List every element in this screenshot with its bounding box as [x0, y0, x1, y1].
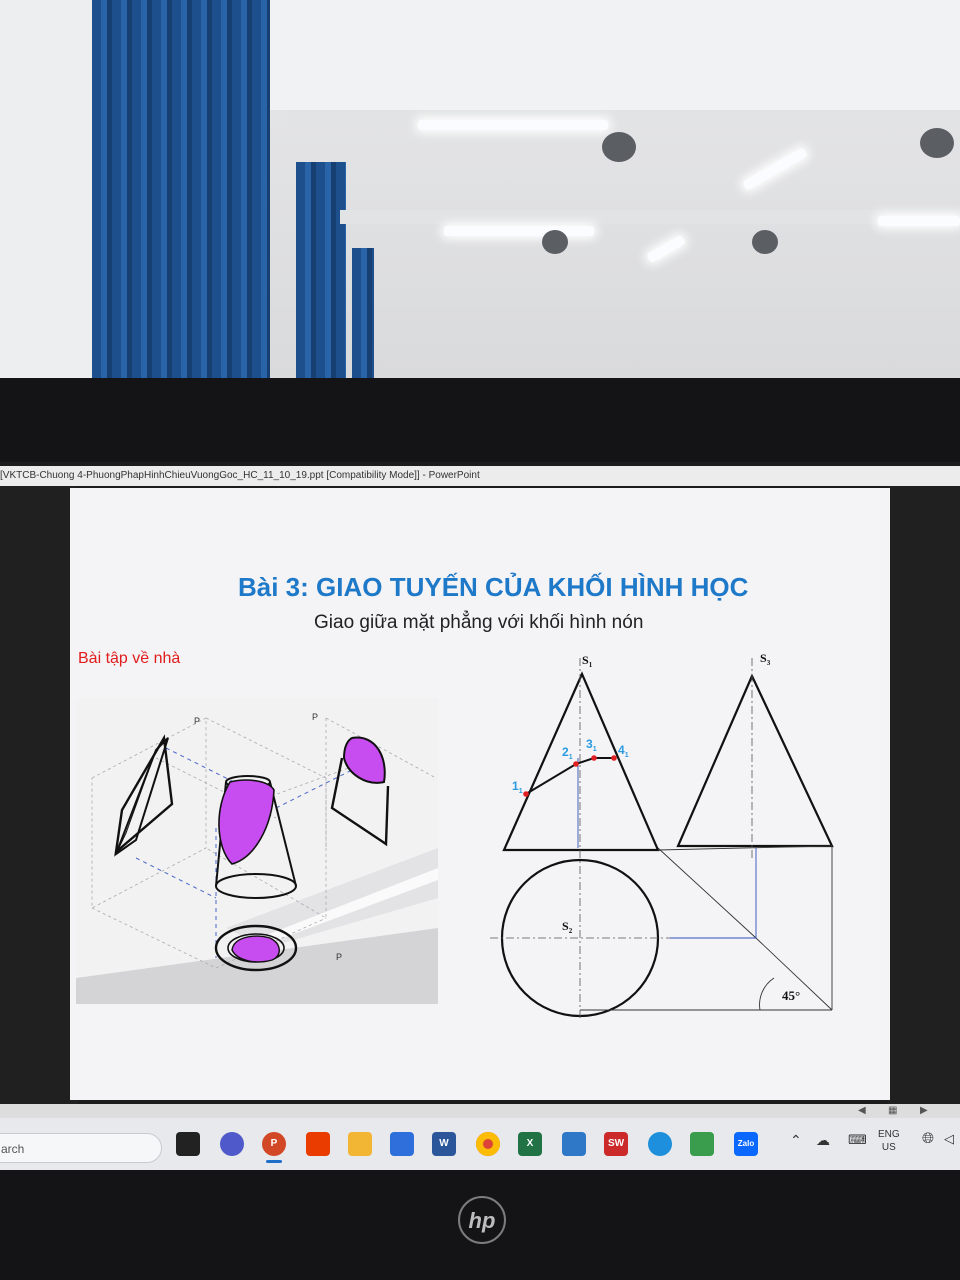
word-icon[interactable]: W	[432, 1132, 456, 1156]
curtain-right	[352, 248, 374, 378]
calculator-icon[interactable]	[562, 1132, 586, 1156]
plane-label-3: P	[336, 952, 342, 962]
file-explorer-icon[interactable]	[348, 1132, 372, 1156]
taskbar: arch P W X SW Zalo ⌃ ☁ ⌨ ENG US 🌐︎ ◁	[0, 1118, 960, 1170]
curtain-middle	[296, 162, 346, 378]
solidworks-icon[interactable]: SW	[604, 1132, 628, 1156]
chrome-icon[interactable]	[476, 1132, 500, 1156]
drawing-svg: S1 S3 S2 45° 11 21 31 41	[490, 651, 834, 1028]
slide-sorter-icon[interactable]: ▦	[888, 1105, 898, 1116]
chevron-up-icon[interactable]: ⌃	[790, 1132, 802, 1148]
point-label-2: 21	[562, 745, 573, 761]
slideshow-status-bar: ◀ ▦ ▶	[0, 1104, 960, 1118]
plane-label-1: P	[194, 716, 200, 726]
meet-icon[interactable]	[220, 1132, 244, 1156]
keyboard-icon[interactable]: ⌨	[848, 1132, 867, 1147]
angle-label: 45°	[782, 988, 800, 1003]
ceiling-fan-4	[752, 230, 778, 254]
plane-label-2: P	[312, 712, 318, 722]
language-code: ENG	[878, 1129, 900, 1140]
point-label-4: 41	[618, 743, 629, 759]
ceiling-fan	[602, 132, 636, 162]
orthographic-drawing: S1 S3 S2 45° 11 21 31 41	[490, 648, 870, 1028]
slideshow-margin-right	[888, 486, 960, 1104]
ceiling-fan-2	[920, 128, 954, 158]
excel-icon[interactable]: X	[518, 1132, 542, 1156]
next-slide-icon[interactable]: ▶	[920, 1105, 928, 1116]
apex-label-side: S3	[760, 651, 771, 667]
ceiling-light-2	[444, 226, 594, 236]
ceiling-fan-3	[542, 230, 568, 254]
taskbar-search-box[interactable]: arch	[0, 1133, 162, 1163]
ceiling-beam-2	[340, 210, 960, 224]
volume-icon[interactable]: ◁	[944, 1131, 954, 1146]
ceiling-light	[418, 120, 608, 130]
window-title: [VKTCB-Chuong 4-PhuongPhapHinhChieuVuong…	[0, 466, 960, 486]
task-view-icon[interactable]	[176, 1132, 200, 1156]
language-indicator[interactable]: ENG US	[878, 1128, 900, 1154]
ceiling	[270, 0, 960, 110]
edge-icon[interactable]	[648, 1132, 672, 1156]
cone-side-view	[676, 673, 834, 848]
store-icon[interactable]	[390, 1132, 414, 1156]
homework-note: Bài tập về nhà	[78, 650, 181, 667]
ceiling-light-4	[742, 147, 808, 191]
slideshow-margin-left	[0, 486, 78, 1104]
cone-projection-illustration: P P P	[76, 698, 438, 1004]
active-app-indicator	[266, 1160, 282, 1163]
ceiling-light-5	[646, 234, 686, 264]
office-icon[interactable]	[306, 1132, 330, 1156]
curtain-left	[92, 0, 270, 378]
point-label-3: 31	[586, 737, 597, 753]
slide[interactable]: Bài 3: GIAO TUYẾN CỦA KHỐI HÌNH HỌC Giao…	[70, 488, 890, 1100]
ceiling-light-3	[878, 216, 960, 226]
cloud-icon[interactable]: ☁	[816, 1132, 830, 1148]
zalo-icon[interactable]: Zalo	[734, 1132, 758, 1156]
point-label-1: 11	[512, 779, 523, 795]
powerpoint-icon[interactable]: P	[262, 1132, 286, 1156]
cone-front-view	[502, 671, 660, 852]
language-region: US	[881, 1142, 896, 1153]
slide-title: Bài 3: GIAO TUYẾN CỦA KHỐI HÌNH HỌC	[238, 572, 749, 602]
slide-subtitle: Giao giữa mặt phẳng với khối hình nón	[314, 612, 644, 633]
left-wall	[0, 0, 95, 380]
network-icon[interactable]: 🌐︎	[922, 1130, 935, 1147]
apex-label-front: S1	[582, 653, 593, 669]
camtasia-icon[interactable]	[690, 1132, 714, 1156]
room-background	[0, 0, 960, 380]
illustration-svg: P P P	[76, 712, 438, 1004]
ceiling-beam	[288, 110, 960, 130]
previous-slide-icon[interactable]: ◀	[858, 1105, 866, 1116]
hp-logo: hp	[458, 1196, 506, 1244]
apex-label-top: S2	[562, 919, 573, 935]
